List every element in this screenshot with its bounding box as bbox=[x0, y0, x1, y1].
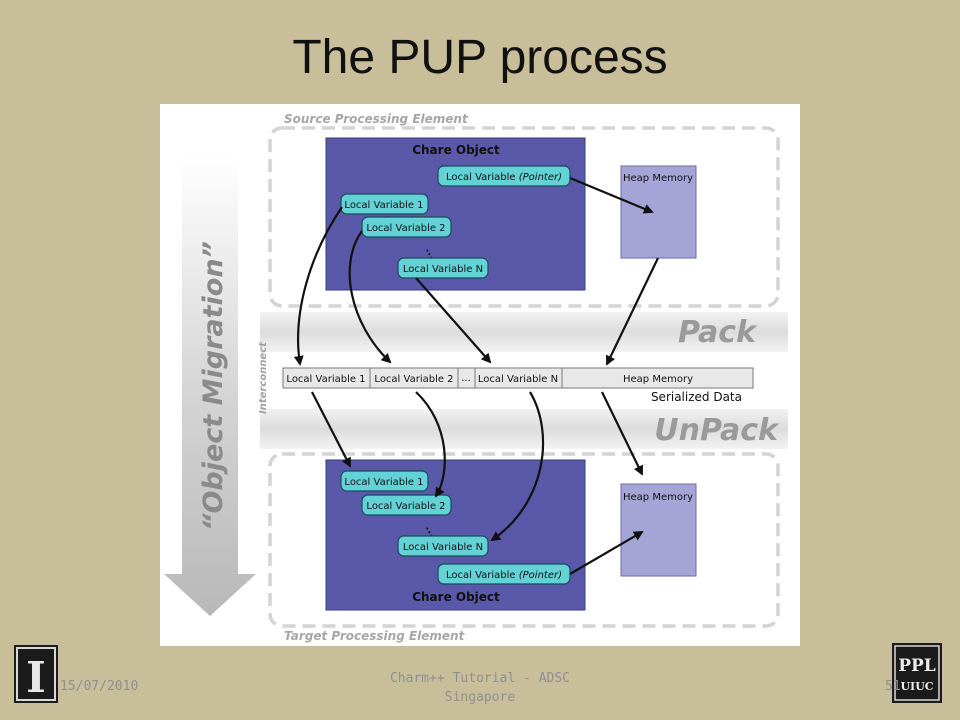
migration-label: “Object Migration” bbox=[198, 241, 229, 531]
target-var2-text: Local Variable 2 bbox=[366, 501, 445, 512]
migration-arrow-shape bbox=[164, 156, 256, 616]
serialized-data-bar bbox=[282, 367, 754, 389]
page-number: 51 bbox=[885, 679, 901, 694]
arrow-var2-pack bbox=[348, 230, 392, 364]
source-var1-pill bbox=[340, 193, 429, 215]
interconnect-label: Interconnect bbox=[258, 341, 269, 414]
slide-title: The PUP process bbox=[292, 31, 668, 84]
arrow-var2-unpack bbox=[415, 391, 446, 498]
logo-letter: I bbox=[26, 653, 46, 702]
university-logo: I bbox=[14, 645, 58, 703]
serialized-var1-text: Local Variable 1 bbox=[286, 374, 365, 385]
target-pe-panel bbox=[268, 452, 780, 628]
serialized-var2-text: Local Variable 2 bbox=[374, 374, 453, 385]
ppl-logo-bottom: UIUC bbox=[900, 680, 933, 693]
target-varn-text: Local Variable N bbox=[403, 542, 483, 553]
pack-label: Pack bbox=[678, 315, 758, 350]
pup-diagram-svg: “Object Migration” Source Processing Ele… bbox=[164, 112, 788, 643]
arrow-heap-pack bbox=[605, 257, 659, 366]
source-var2-pill bbox=[361, 216, 452, 238]
pup-diagram: “Object Migration” Source Processing Ele… bbox=[160, 104, 800, 646]
arrow-pointer-to-heap bbox=[569, 176, 654, 214]
target-var1-pill bbox=[340, 470, 429, 492]
source-heap-memory bbox=[620, 165, 697, 259]
source-chare-label: Chare Object bbox=[412, 143, 500, 157]
footer-center: Charm++ Tutorial - ADSC Singapore bbox=[389, 671, 570, 705]
arrow-var1-pack bbox=[293, 206, 343, 366]
serialized-ellipsis: ... bbox=[461, 373, 471, 384]
source-pointer-text: Local Variable (Pointer) bbox=[446, 172, 562, 183]
serialized-heap-text: Heap Memory bbox=[623, 374, 693, 385]
unpack-band bbox=[260, 409, 788, 449]
arrow-varn-unpack bbox=[490, 391, 545, 542]
source-pe-label: Source Processing Element bbox=[284, 112, 469, 126]
source-heap-label: Heap Memory bbox=[623, 173, 693, 184]
target-pe-label: Target Processing Element bbox=[284, 629, 466, 643]
footer-date: 15/07/2010 bbox=[60, 679, 139, 694]
arrow-pointer-to-target-heap bbox=[569, 530, 644, 575]
target-var2-pill bbox=[361, 494, 452, 516]
serialized-data-label: Serialized Data bbox=[651, 390, 742, 404]
source-varn-pill bbox=[397, 257, 489, 279]
arrow-var1-unpack bbox=[311, 391, 351, 468]
source-varn-text: Local Variable N bbox=[403, 264, 483, 275]
target-heap-memory bbox=[620, 483, 697, 577]
target-varn-pill bbox=[397, 535, 489, 557]
target-chare-label: Chare Object bbox=[412, 590, 500, 604]
target-var1-text: Local Variable 1 bbox=[344, 477, 423, 488]
ppl-logo-top: PPL bbox=[898, 656, 936, 676]
source-pointer-pill bbox=[437, 165, 571, 187]
source-pe-panel bbox=[268, 126, 780, 308]
source-var2-text: Local Variable 2 bbox=[366, 223, 445, 234]
serialized-varn-text: Local Variable N bbox=[478, 374, 558, 385]
arrow-heap-unpack bbox=[601, 391, 643, 476]
unpack-label: UnPack bbox=[654, 413, 780, 448]
ppl-logo: PPL UIUC bbox=[892, 643, 942, 703]
source-var1-text: Local Variable 1 bbox=[344, 200, 423, 211]
pack-band bbox=[260, 312, 788, 352]
target-pointer-text: Local Variable (Pointer) bbox=[446, 570, 562, 581]
target-heap-label: Heap Memory bbox=[623, 492, 693, 503]
arrow-varn-pack bbox=[415, 277, 492, 364]
